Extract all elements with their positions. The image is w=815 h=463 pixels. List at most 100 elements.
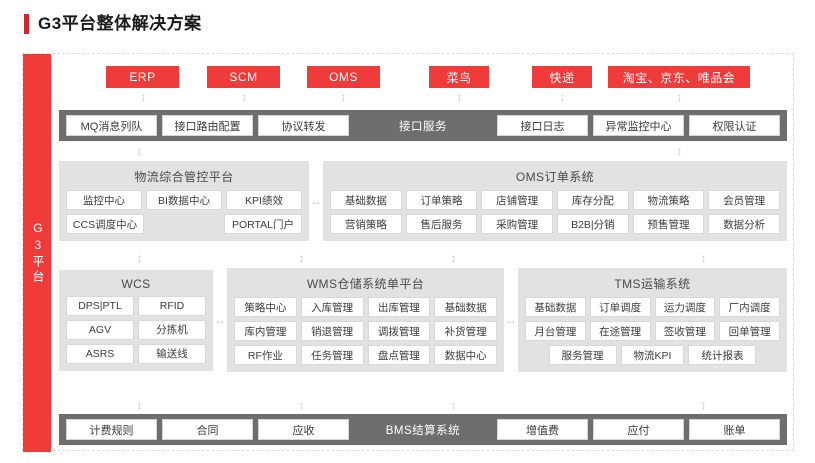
module-item[interactable]: 会员管理 xyxy=(708,190,781,210)
module-item[interactable]: 库内管理 xyxy=(234,321,297,341)
module-item[interactable]: 调拨管理 xyxy=(367,321,431,341)
service-cell[interactable]: 增值费 xyxy=(496,419,588,440)
module-item[interactable]: 采购管理 xyxy=(481,214,554,234)
module-item[interactable]: 库存分配 xyxy=(557,190,629,210)
panel-title: TMS运输系统 xyxy=(614,277,691,291)
module-item[interactable]: 签收管理 xyxy=(654,321,716,341)
module-item[interactable]: CCS调度中心 xyxy=(66,214,144,234)
source-system-chip[interactable]: 快递 xyxy=(532,66,592,88)
module-item[interactable]: 订单调度 xyxy=(589,297,651,317)
horizontal-link-arrow-icon: ↔ xyxy=(505,313,517,327)
source-system-chip[interactable]: 淘宝、京东、唯品会 xyxy=(608,66,750,88)
module-item[interactable]: 策略中心 xyxy=(234,297,297,317)
panel-row: 库内管理销退管理调拨管理补货管理 xyxy=(234,321,497,341)
module-item[interactable]: 任务管理 xyxy=(300,345,364,365)
service-cell[interactable]: 权限认证 xyxy=(688,115,780,136)
service-cell[interactable]: 合同 xyxy=(162,419,253,440)
module-item[interactable]: 基础数据 xyxy=(525,297,586,317)
source-system-chip[interactable]: SCM xyxy=(207,66,280,88)
service-cell[interactable]: 接口路由配置 xyxy=(162,115,253,136)
module-item[interactable]: 销退管理 xyxy=(300,321,364,341)
down-arrow-icon: ↕ xyxy=(136,397,143,412)
module-item[interactable]: 数据中心 xyxy=(434,345,497,365)
module-item[interactable]: 盘点管理 xyxy=(367,345,431,365)
module-item[interactable]: 输送线 xyxy=(138,343,206,364)
arrows-row-1: ↕↕ xyxy=(59,144,787,157)
panel-title: 物流综合管控平台 xyxy=(134,170,234,184)
source-systems-row: ERP SCM OMS 菜鸟 快递淘宝、京东、唯品会 xyxy=(59,66,787,88)
panel-row: 月台管理在途管理签收管理回单管理 xyxy=(525,321,780,341)
module-item[interactable]: 基础数据 xyxy=(434,297,497,317)
module-item[interactable]: 售后服务 xyxy=(405,214,478,234)
module-item[interactable]: PORTAL门户 xyxy=(224,214,302,234)
down-arrow-icon: ↕ xyxy=(298,397,305,412)
down-arrow-icon: ↕ xyxy=(140,89,147,104)
module-item[interactable]: 厂内调度 xyxy=(719,297,780,317)
arrows-row-3: ↕↕↕↕ xyxy=(59,398,787,411)
source-arrows-row: ↕↕↕↕↕↕ xyxy=(59,90,787,103)
down-arrow-icon: ↕ xyxy=(676,89,683,104)
module-item[interactable]: ASRS xyxy=(66,343,134,364)
module-item[interactable]: KPI绩效 xyxy=(226,190,302,210)
module-item[interactable]: 补货管理 xyxy=(434,321,497,341)
source-system-chip[interactable]: OMS xyxy=(307,66,380,88)
module-item[interactable]: RFID xyxy=(138,295,206,316)
module-item[interactable]: 入库管理 xyxy=(300,297,364,317)
module-item[interactable]: BI数据中心 xyxy=(146,190,222,210)
panel-title: OMS订单系统 xyxy=(515,170,595,184)
module-item[interactable]: 预售管理 xyxy=(632,214,705,234)
module-item[interactable]: 服务管理 xyxy=(548,345,617,365)
service-cell[interactable]: 应付 xyxy=(592,419,684,440)
module-item[interactable]: 回单管理 xyxy=(719,321,780,341)
title-accent-bar xyxy=(24,14,29,34)
panel-title: WMS仓储系统单平台 xyxy=(306,277,425,291)
module-item[interactable]: 运力调度 xyxy=(654,297,716,317)
arrows-row-2: ↕↕↕↕ xyxy=(59,251,787,264)
down-arrow-icon: ↕ xyxy=(676,143,683,158)
service-cell[interactable]: 异常监控中心 xyxy=(592,115,684,136)
module-item[interactable]: 数据分析 xyxy=(708,214,781,234)
row-spacer xyxy=(148,214,220,234)
service-cell[interactable]: 账单 xyxy=(688,419,780,440)
service-cell[interactable]: 协议转发 xyxy=(258,115,349,136)
module-item[interactable]: 基础数据 xyxy=(330,190,402,210)
module-item[interactable]: RF作业 xyxy=(234,345,297,365)
module-item[interactable]: 在途管理 xyxy=(589,321,651,341)
panel-row: 策略中心入库管理出库管理基础数据 xyxy=(234,297,497,317)
down-arrow-icon: ↕ xyxy=(298,250,305,265)
panel-oms-order-system: OMS订单系统 基础数据订单策略店铺管理库存分配物流策略会员管理营销策略售后服务… xyxy=(323,161,787,241)
module-item[interactable]: B2B|分销 xyxy=(557,214,629,234)
down-arrow-icon: ↕ xyxy=(700,397,707,412)
service-cell[interactable]: 计费规则 xyxy=(66,419,157,440)
module-item[interactable]: 分拣机 xyxy=(138,319,206,340)
module-item[interactable]: 店铺管理 xyxy=(481,190,554,210)
panel-row: 基础数据订单策略店铺管理库存分配物流策略会员管理 xyxy=(330,190,781,210)
module-item[interactable]: AGV xyxy=(66,319,134,340)
service-cell[interactable]: 应收 xyxy=(258,419,349,440)
panel-tms: TMS运输系统 基础数据订单调度运力调度厂内调度月台管理在途管理签收管理回单管理… xyxy=(518,268,787,372)
module-item[interactable]: 统计报表 xyxy=(688,345,757,365)
service-cell[interactable]: MQ消息列队 xyxy=(66,115,157,136)
module-item[interactable]: 物流策略 xyxy=(632,190,705,210)
module-item[interactable]: 监控中心 xyxy=(66,190,142,210)
module-item[interactable]: 月台管理 xyxy=(525,321,586,341)
module-item[interactable]: 订单策略 xyxy=(405,190,478,210)
module-item[interactable]: 营销策略 xyxy=(330,214,402,234)
module-item[interactable]: 物流KPI xyxy=(620,345,685,365)
down-arrow-icon: ↕ xyxy=(241,89,248,104)
service-cell[interactable]: 接口日志 xyxy=(496,115,588,136)
source-system-chip[interactable]: 菜鸟 xyxy=(429,66,489,88)
source-system-chip[interactable]: ERP xyxy=(106,66,179,88)
module-item[interactable]: 出库管理 xyxy=(367,297,431,317)
down-arrow-icon: ↕ xyxy=(559,89,566,104)
module-item[interactable]: DPS|PTL xyxy=(66,295,134,316)
